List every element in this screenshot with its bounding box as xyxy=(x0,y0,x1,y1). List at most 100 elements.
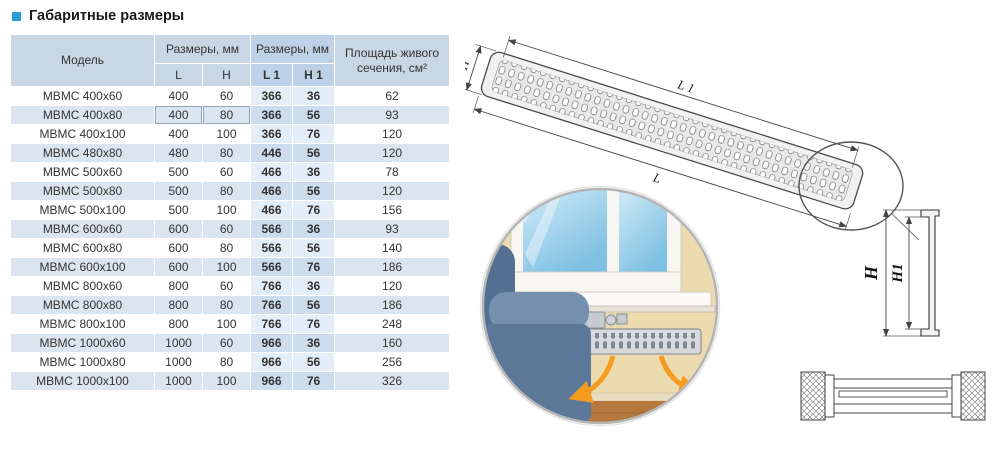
cell-h1: 76 xyxy=(292,200,336,220)
cell-h: 80 xyxy=(201,352,252,372)
dimension-label-h1-profile: H1 xyxy=(890,263,906,283)
cell-l: 500 xyxy=(154,181,203,201)
cell-h1: 36 xyxy=(292,219,336,239)
cell-l: 400 xyxy=(154,105,203,125)
cell-l: 500 xyxy=(154,200,203,220)
cell-l: 800 xyxy=(154,295,203,315)
cell-l1: 366 xyxy=(250,105,294,125)
dimension-label-h-profile: H xyxy=(861,265,881,281)
col-header-area: Площадь живого сечения, см² xyxy=(334,34,451,87)
cell-area: 120 xyxy=(334,124,451,144)
inset-sofa-armrest xyxy=(489,292,589,330)
cell-area: 156 xyxy=(334,200,451,220)
cell-l1: 566 xyxy=(250,257,294,277)
inset-sofa-body xyxy=(483,324,591,423)
cell-h: 60 xyxy=(201,276,252,296)
col-group-sizes-l1h1: Размеры, мм xyxy=(250,34,336,64)
cell-h: 60 xyxy=(201,162,252,182)
cell-area: 160 xyxy=(334,333,451,353)
cell-area: 120 xyxy=(334,276,451,296)
cell-l: 1000 xyxy=(154,333,203,353)
cell-model: МВМС 1000x60 xyxy=(10,333,155,353)
cell-h1: 76 xyxy=(292,371,336,391)
cell-model: МВМС 800x100 xyxy=(10,314,155,334)
cell-model: МВМС 500x80 xyxy=(10,181,155,201)
cell-model: МВМС 800x80 xyxy=(10,295,155,315)
cell-model: МВМС 400x100 xyxy=(10,124,155,144)
cell-l1: 966 xyxy=(250,371,294,391)
cell-l1: 446 xyxy=(250,143,294,163)
cell-l1: 466 xyxy=(250,181,294,201)
section-title-row: Габаритные размеры xyxy=(12,8,455,24)
cell-h: 100 xyxy=(201,200,252,220)
cell-model: МВМС 480x80 xyxy=(10,143,155,163)
cross-section-drawing xyxy=(800,371,986,421)
cell-l1: 466 xyxy=(250,162,294,182)
cell-l1: 566 xyxy=(250,238,294,258)
cell-h: 80 xyxy=(201,295,252,315)
installation-inset xyxy=(479,185,721,427)
cell-l1: 566 xyxy=(250,219,294,239)
cell-h1: 56 xyxy=(292,352,336,372)
inset-baseboard xyxy=(483,392,717,402)
cell-h: 60 xyxy=(201,219,252,239)
cell-h: 80 xyxy=(201,105,252,125)
cell-h1: 36 xyxy=(292,86,336,106)
cell-l1: 766 xyxy=(250,314,294,334)
zoom-leader-line xyxy=(891,213,920,241)
cell-area: 120 xyxy=(334,143,451,163)
cell-area: 78 xyxy=(334,162,451,182)
page-title: Габаритные размеры xyxy=(29,8,185,24)
cell-model: МВМС 1000x100 xyxy=(10,371,155,391)
cell-model: МВМС 500x60 xyxy=(10,162,155,182)
col-header-h1: H 1 xyxy=(292,63,336,87)
cell-l: 1000 xyxy=(154,352,203,372)
cell-h1: 36 xyxy=(292,333,336,353)
cell-l: 800 xyxy=(154,314,203,334)
cell-h1: 36 xyxy=(292,162,336,182)
cell-h1: 76 xyxy=(292,257,336,277)
cell-area: 62 xyxy=(334,86,451,106)
cell-h: 100 xyxy=(201,124,252,144)
cell-h: 100 xyxy=(201,314,252,334)
cell-l1: 966 xyxy=(250,352,294,372)
dimension-label-l1: L 1 xyxy=(675,76,696,96)
cell-l: 600 xyxy=(154,219,203,239)
cell-l: 400 xyxy=(154,124,203,144)
airflow-arrow-left xyxy=(568,355,616,403)
cell-h: 80 xyxy=(201,238,252,258)
cell-l: 800 xyxy=(154,276,203,296)
cell-h: 100 xyxy=(201,257,252,277)
cell-area: 120 xyxy=(334,181,451,201)
dimensions-section: Габаритные размеры Модель Размеры, мм Ра… xyxy=(10,8,455,391)
cell-model: МВМС 500x100 xyxy=(10,200,155,220)
cell-l: 600 xyxy=(154,238,203,258)
cell-l1: 466 xyxy=(250,200,294,220)
cell-l1: 366 xyxy=(250,124,294,144)
cell-l1: 366 xyxy=(250,86,294,106)
cell-l1: 766 xyxy=(250,276,294,296)
side-profile-drawing: H H1 xyxy=(861,209,940,337)
cell-l: 400 xyxy=(154,86,203,106)
cell-h: 60 xyxy=(201,333,252,353)
technical-illustrations: L 1 L H H H1 xyxy=(465,36,986,427)
cell-model: МВМС 600x80 xyxy=(10,238,155,258)
inset-circle-border xyxy=(481,187,719,425)
cell-h1: 56 xyxy=(292,295,336,315)
cell-h1: 56 xyxy=(292,181,336,201)
cell-h: 100 xyxy=(201,371,252,391)
cell-h: 80 xyxy=(201,143,252,163)
col-header-h: H xyxy=(201,63,252,87)
col-group-sizes-lh: Размеры, мм xyxy=(153,34,252,64)
